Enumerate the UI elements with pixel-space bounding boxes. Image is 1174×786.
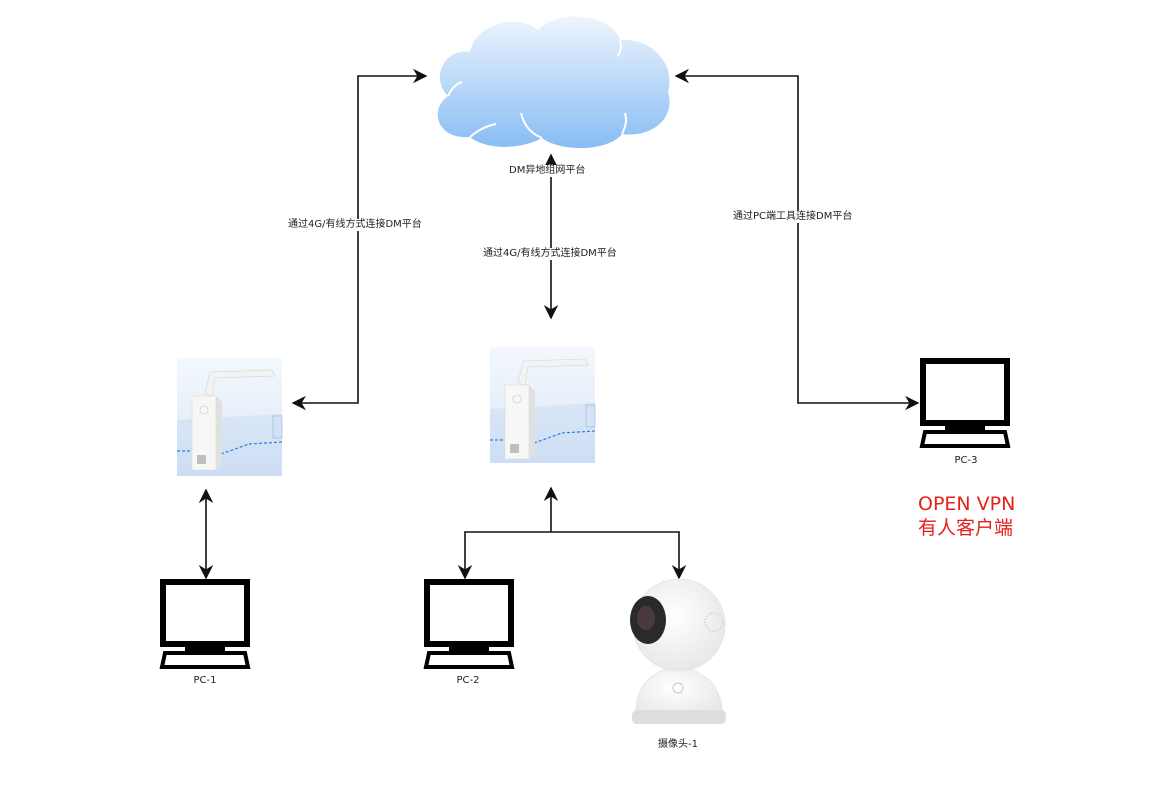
cloud-icon [437, 16, 670, 149]
openvpn-note-line1: OPEN VPN [918, 493, 1016, 515]
link-right-label: 通过PC端工具连接DM平台 [732, 211, 854, 223]
link-router2-pc2 [457, 531, 551, 580]
pc-1-icon [159, 579, 251, 669]
link-right [674, 68, 920, 411]
pc-1-label: PC-1 [193, 675, 217, 686]
camera-1-label: 摄像头-1 [658, 739, 698, 750]
cloud-label: DM异地组网平台 [508, 165, 587, 177]
pc-2-label: PC-2 [456, 675, 480, 686]
camera-1-icon [630, 578, 726, 724]
router-2-icon [490, 347, 596, 463]
pc-2-icon [423, 579, 515, 669]
link-router2-camera [551, 531, 687, 580]
openvpn-note-line2: 有人客户端 [918, 517, 1014, 539]
router-1-icon [177, 358, 283, 476]
link-left [291, 68, 428, 411]
openvpn-note: OPEN VPN 有人客户端 [918, 492, 1015, 540]
pc-3-icon [919, 358, 1011, 448]
pc-3-label: PC-3 [954, 455, 978, 466]
link-left-label: 通过4G/有线方式连接DM平台 [287, 219, 423, 231]
link-center-label: 通过4G/有线方式连接DM平台 [482, 248, 618, 260]
